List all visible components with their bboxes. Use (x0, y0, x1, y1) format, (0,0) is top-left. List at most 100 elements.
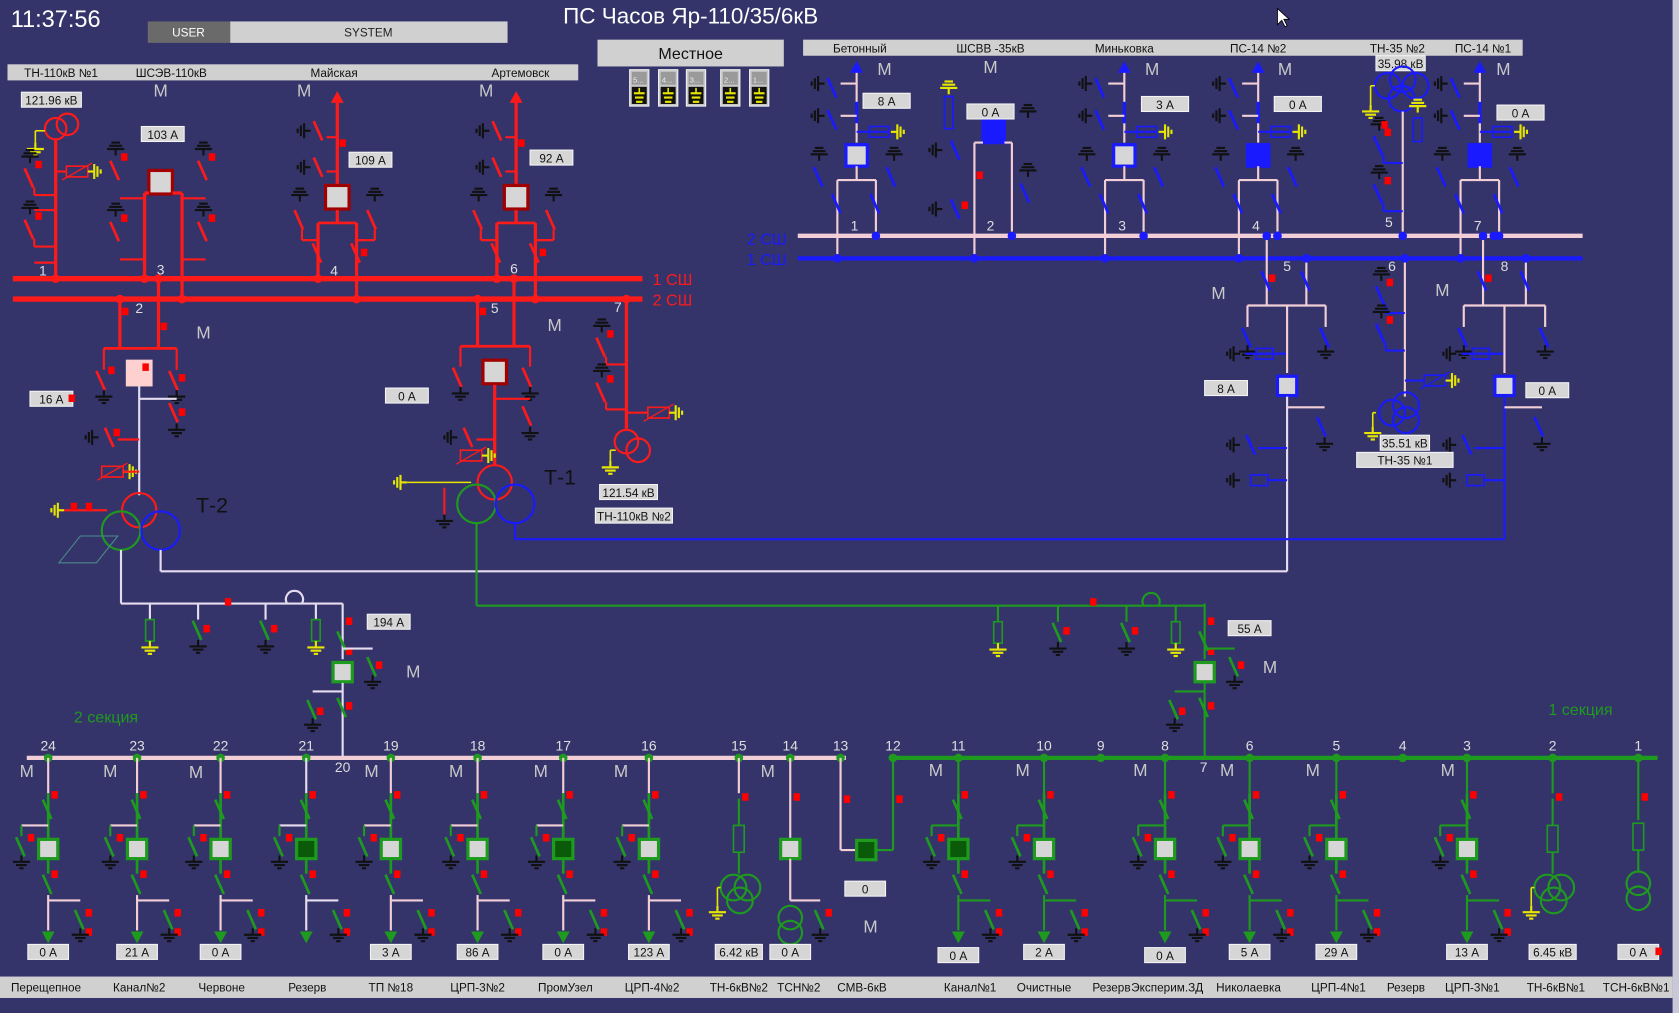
disconnector-switch[interactable] (14, 836, 26, 858)
disconnector-switch[interactable] (191, 620, 203, 641)
disconnector-switch[interactable] (528, 242, 540, 264)
disconnector-switch[interactable] (196, 221, 208, 242)
circuit-breaker[interactable] (379, 837, 403, 861)
disconnector-switch[interactable] (95, 370, 107, 391)
disconnector-switch[interactable] (1010, 836, 1022, 858)
feeder-name-label[interactable]: ЦРП-3№2 (450, 982, 505, 995)
feeder-name-label[interactable]: ТСН№2 (777, 982, 820, 995)
disconnector-switch[interactable] (1037, 799, 1049, 820)
disconnector-switch[interactable] (109, 221, 121, 242)
disconnector-switch[interactable] (196, 160, 208, 181)
disconnector-switch[interactable] (23, 167, 35, 189)
circuit-breaker[interactable] (1467, 143, 1493, 168)
kv35-feeder-label[interactable]: ПС-14 №2 (1230, 43, 1286, 56)
disconnector-switch[interactable] (1069, 909, 1081, 930)
kv35-feeder-label[interactable]: ШСВВ -35кВ (956, 43, 1024, 56)
circuit-breaker[interactable] (481, 358, 509, 386)
disconnector-switch[interactable] (1119, 622, 1131, 643)
disconnector-switch[interactable] (1190, 909, 1202, 930)
feeder-name-label[interactable]: Николаевка (1216, 982, 1281, 995)
feeder-name-label[interactable]: ЦРП-3№1 (1445, 982, 1500, 995)
disconnector-switch[interactable] (642, 799, 654, 820)
disconnector-switch[interactable] (312, 120, 324, 141)
disconnector-switch[interactable] (1198, 697, 1210, 718)
disconnector-switch[interactable] (826, 77, 838, 99)
disconnector-switch[interactable] (470, 874, 483, 895)
circuit-breaker[interactable] (637, 837, 661, 861)
disconnector-switch[interactable] (1131, 836, 1143, 858)
circuit-breaker[interactable] (1112, 143, 1137, 168)
disconnector-switch[interactable] (1094, 77, 1106, 99)
disconnector-switch[interactable] (272, 836, 284, 858)
disconnector-switch[interactable] (258, 620, 270, 641)
feeder-name-label[interactable]: Резерв (1092, 982, 1130, 995)
disconnector-switch[interactable] (1216, 836, 1228, 858)
disconnector-switch[interactable] (1461, 434, 1473, 456)
disconnector-switch[interactable] (187, 836, 199, 858)
disconnector-switch[interactable] (1519, 270, 1531, 292)
disconnector-switch[interactable] (1372, 135, 1384, 156)
disconnector-switch[interactable] (1137, 193, 1149, 214)
disconnector-switch[interactable] (1303, 836, 1315, 858)
kv110-feeder-label[interactable]: ШСЭВ-110кВ (136, 67, 207, 80)
disconnector-switch[interactable] (490, 242, 502, 264)
disconnector-switch[interactable] (384, 799, 396, 820)
disconnector-switch[interactable] (1158, 799, 1170, 820)
circuit-breaker[interactable] (209, 837, 232, 861)
kv35-feeder-label[interactable]: ПС-14 №1 (1455, 43, 1511, 56)
disconnector-switch[interactable] (491, 157, 503, 178)
disconnector-switch[interactable] (1508, 166, 1520, 188)
disconnector-switch[interactable] (366, 209, 378, 230)
feeder-name-label[interactable]: Перещепное (11, 982, 82, 995)
disconnector-switch[interactable] (491, 120, 503, 141)
disconnector-switch[interactable] (1240, 327, 1252, 348)
disconnector-switch[interactable] (830, 193, 842, 214)
circuit-breaker[interactable] (295, 837, 318, 861)
system-button-label[interactable]: SYSTEM (344, 26, 392, 39)
feeder-name-label[interactable]: Эксперим.ЗД (1131, 982, 1203, 995)
disconnector-switch[interactable] (1232, 193, 1244, 214)
disconnector-switch[interactable] (588, 909, 600, 930)
feeder-name-label[interactable]: ТСН-6кВ№1 (1603, 982, 1670, 995)
disconnector-switch[interactable] (1374, 285, 1386, 307)
disconnector-switch[interactable] (556, 874, 568, 895)
disconnector-switch[interactable] (311, 242, 323, 264)
disconnector-switch[interactable] (1019, 182, 1031, 204)
disconnector-switch[interactable] (1329, 799, 1341, 820)
disconnector-switch[interactable] (1476, 270, 1488, 292)
kv35-feeder-label[interactable]: Миньковка (1095, 43, 1154, 56)
control-mode-label[interactable]: Местное (658, 45, 723, 63)
disconnector-switch[interactable] (462, 427, 474, 448)
disconnector-switch[interactable] (130, 799, 142, 820)
feeder-name-label[interactable]: Канал№1 (944, 982, 996, 995)
disconnector-switch[interactable] (299, 799, 311, 820)
disconnector-switch[interactable] (1372, 183, 1384, 205)
user-button-label[interactable]: USER (172, 26, 205, 39)
disconnector-switch[interactable] (1243, 874, 1255, 895)
feeder-name-label[interactable]: ТН-6кВ№1 (1527, 982, 1585, 995)
disconnector-switch[interactable] (312, 157, 324, 178)
disconnector-switch[interactable] (521, 405, 533, 427)
circuit-breaker[interactable] (855, 838, 878, 862)
disconnector-switch[interactable] (1374, 323, 1386, 344)
disconnector-switch[interactable] (1449, 77, 1461, 99)
disconnector-switch[interactable] (336, 697, 348, 718)
disconnector-switch[interactable] (983, 909, 995, 930)
disconnector-switch[interactable] (214, 799, 226, 820)
disconnector-switch[interactable] (384, 874, 396, 895)
kv110-feeder-label[interactable]: Артемовск (492, 67, 551, 80)
circuit-breaker[interactable] (1032, 837, 1056, 861)
disconnector-switch[interactable] (813, 909, 825, 930)
disconnector-switch[interactable] (109, 160, 121, 181)
disconnector-switch[interactable] (1228, 109, 1240, 131)
feeder-name-label[interactable]: ТН-6кВ№2 (710, 982, 768, 995)
disconnector-switch[interactable] (246, 909, 258, 930)
disconnector-switch[interactable] (470, 799, 483, 820)
disconnector-switch[interactable] (167, 370, 179, 391)
feeder-name-label[interactable]: ЦРП-4№1 (1311, 982, 1366, 995)
kv110-feeder-label[interactable]: ТН-110кВ №1 (24, 67, 98, 80)
circuit-breaker[interactable] (323, 183, 351, 211)
circuit-breaker[interactable] (947, 837, 970, 861)
disconnector-switch[interactable] (1228, 77, 1240, 99)
disconnector-switch[interactable] (162, 909, 174, 930)
